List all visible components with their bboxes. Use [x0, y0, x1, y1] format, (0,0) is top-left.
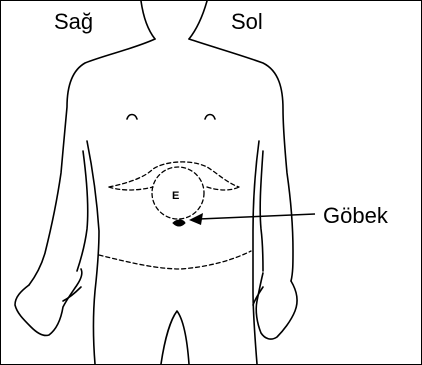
lower-abdomen-dashed-line: [99, 251, 251, 269]
left-side-label: Sol: [231, 11, 263, 33]
left-shoulder-outline: [189, 39, 293, 281]
navel-label: Göbek: [323, 205, 388, 227]
navel-arrow-head: [189, 213, 203, 225]
left-arm-inner-outline: [260, 151, 263, 271]
neck-right-outline: [189, 1, 207, 39]
right-arm-inner-outline: [77, 151, 88, 271]
left-nipple: [205, 115, 215, 120]
navel-arrow-line: [199, 214, 315, 219]
left-thumb-outline: [253, 287, 263, 305]
left-hand-outline: [256, 273, 297, 339]
right-nipple: [127, 115, 137, 120]
groin-outline: [161, 311, 189, 364]
right-thumb-outline: [63, 287, 81, 301]
torso-left-outline: [253, 141, 259, 364]
right-shoulder-outline: [29, 39, 155, 285]
right-hand-outline: [15, 269, 82, 336]
torso-right-outline: [87, 141, 99, 364]
navel-marker-text: E: [172, 190, 179, 202]
upper-abdomen-dashed-line: [109, 162, 239, 187]
navel-dot: [173, 220, 185, 226]
right-side-label: Sağ: [54, 11, 93, 33]
neck-left-outline: [141, 1, 155, 39]
